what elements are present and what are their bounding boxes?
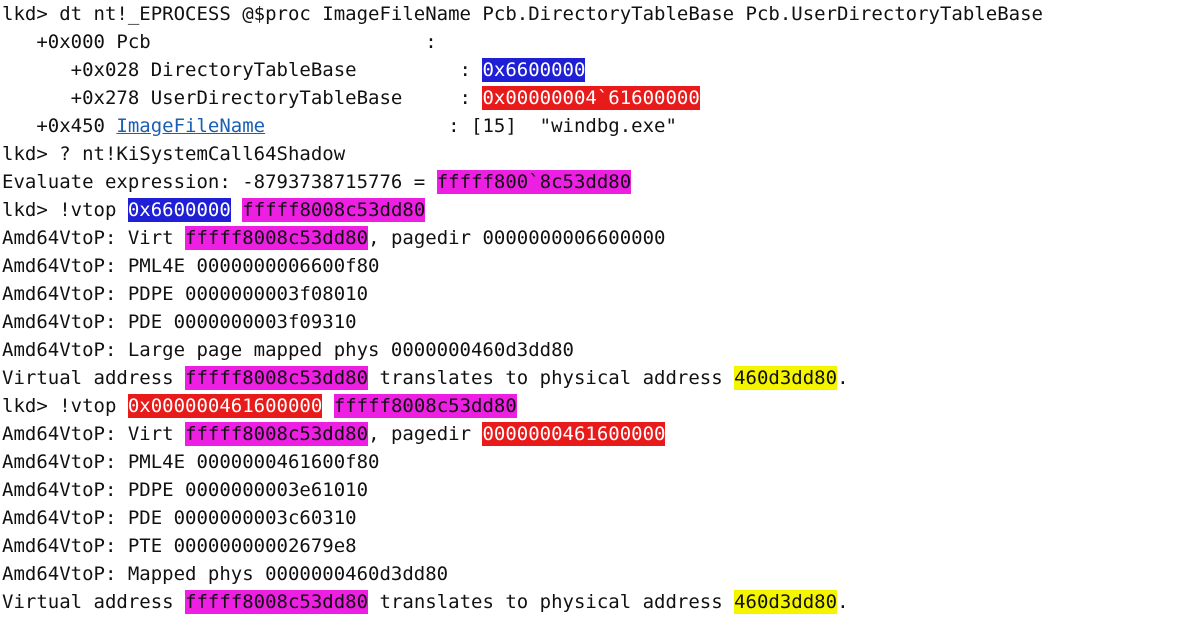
text-segment: +0x450: [2, 115, 117, 137]
text-segment: .: [837, 367, 849, 389]
highlight-red: 0x00000004`61600000: [482, 86, 700, 110]
output-line: Amd64VtoP: PDE 0000000003f09310: [2, 308, 1200, 336]
output-line: Amd64VtoP: PML4E 0000000461600f80: [2, 448, 1200, 476]
text-segment: Amd64VtoP: PML4E 0000000006600f80: [2, 255, 380, 277]
text-segment: .: [837, 591, 849, 613]
text-segment: lkd> ? nt!KiSystemCall64Shadow: [2, 143, 346, 165]
text-segment: Amd64VtoP: Virt: [2, 227, 186, 249]
output-line: Amd64VtoP: PDPE 0000000003e61010: [2, 476, 1200, 504]
highlight-pink: fffff8008c53dd80: [185, 422, 369, 446]
command-line: lkd> !vtop 0x000000461600000 fffff8008c5…: [2, 392, 1200, 420]
highlight-yellow: 460d3dd80: [734, 590, 838, 614]
text-segment: , pagedir 0000000006600000: [368, 227, 666, 249]
output-line: +0x000 Pcb :: [2, 28, 1200, 56]
text-segment: Evaluate expression: -8793738715776 =: [2, 171, 437, 193]
output-line: Amd64VtoP: PDPE 0000000003f08010: [2, 280, 1200, 308]
output-line: Evaluate expression: -8793738715776 = ff…: [2, 168, 1200, 196]
output-line: Amd64VtoP: Virt fffff8008c53dd80, pagedi…: [2, 420, 1200, 448]
text-segment: [322, 395, 333, 417]
output-line: Amd64VtoP: PML4E 0000000006600f80: [2, 252, 1200, 280]
highlight-blue: 0x6600000: [482, 58, 586, 82]
highlight-red: 0000000461600000: [482, 422, 666, 446]
command-line: lkd> ? nt!KiSystemCall64Shadow: [2, 140, 1200, 168]
output-line: Amd64VtoP: PDE 0000000003c60310: [2, 504, 1200, 532]
text-segment: Amd64VtoP: PTE 00000000002679e8: [2, 535, 357, 557]
text-segment: [231, 199, 242, 221]
highlight-blue: 0x6600000: [127, 198, 231, 222]
text-segment: +0x028 DirectoryTableBase :: [2, 59, 483, 81]
text-segment: Amd64VtoP: PDPE 0000000003f08010: [2, 283, 369, 305]
text-segment: lkd> dt nt!_EPROCESS @$proc ImageFileNam…: [2, 3, 1043, 25]
text-segment: Amd64VtoP: Large page mapped phys 000000…: [2, 339, 574, 361]
text-segment: Amd64VtoP: PDE 0000000003f09310: [2, 311, 357, 333]
text-segment: lkd> !vtop: [2, 199, 128, 221]
text-segment: Amd64VtoP: Virt: [2, 423, 186, 445]
highlight-pink: fffff8008c53dd80: [242, 198, 426, 222]
text-segment: translates to physical address: [368, 591, 735, 613]
highlight-pink: fffff8008c53dd80: [185, 366, 369, 390]
text-segment: translates to physical address: [368, 367, 735, 389]
highlight-red: 0x000000461600000: [127, 394, 323, 418]
highlight-pink: fffff8008c53dd80: [185, 226, 369, 250]
text-segment: Amd64VtoP: PML4E 0000000461600f80: [2, 451, 380, 473]
highlight-pink: fffff8008c53dd80: [333, 394, 517, 418]
text-segment: , pagedir: [368, 423, 483, 445]
text-segment: +0x000 Pcb :: [2, 31, 437, 53]
output-line: Amd64VtoP: PTE 00000000002679e8: [2, 532, 1200, 560]
output-line: Amd64VtoP: Virt fffff8008c53dd80, pagedi…: [2, 224, 1200, 252]
text-segment: Virtual address: [2, 591, 186, 613]
text-segment: Amd64VtoP: PDPE 0000000003e61010: [2, 479, 369, 501]
output-line: Virtual address fffff8008c53dd80 transla…: [2, 364, 1200, 392]
field-link[interactable]: ImageFileName: [116, 115, 266, 137]
output-line: Amd64VtoP: Large page mapped phys 000000…: [2, 336, 1200, 364]
output-line: +0x028 DirectoryTableBase : 0x6600000: [2, 56, 1200, 84]
command-line: lkd> !vtop 0x6600000 fffff8008c53dd80: [2, 196, 1200, 224]
text-segment: : [15] "windbg.exe": [265, 115, 677, 137]
text-segment: Amd64VtoP: PDE 0000000003c60310: [2, 507, 357, 529]
text-segment: Virtual address: [2, 367, 186, 389]
text-segment: lkd> !vtop: [2, 395, 128, 417]
highlight-pink: fffff800`8c53dd80: [436, 170, 632, 194]
output-line: +0x450 ImageFileName : [15] "windbg.exe": [2, 112, 1200, 140]
text-segment: Amd64VtoP: Mapped phys 0000000460d3dd80: [2, 563, 449, 585]
text-segment: +0x278 UserDirectoryTableBase :: [2, 87, 483, 109]
highlight-yellow: 460d3dd80: [734, 366, 838, 390]
output-line: Virtual address fffff8008c53dd80 transla…: [2, 588, 1200, 616]
highlight-pink: fffff8008c53dd80: [185, 590, 369, 614]
output-line: +0x278 UserDirectoryTableBase : 0x000000…: [2, 84, 1200, 112]
output-line: Amd64VtoP: Mapped phys 0000000460d3dd80: [2, 560, 1200, 588]
command-line: lkd> dt nt!_EPROCESS @$proc ImageFileNam…: [2, 0, 1200, 28]
